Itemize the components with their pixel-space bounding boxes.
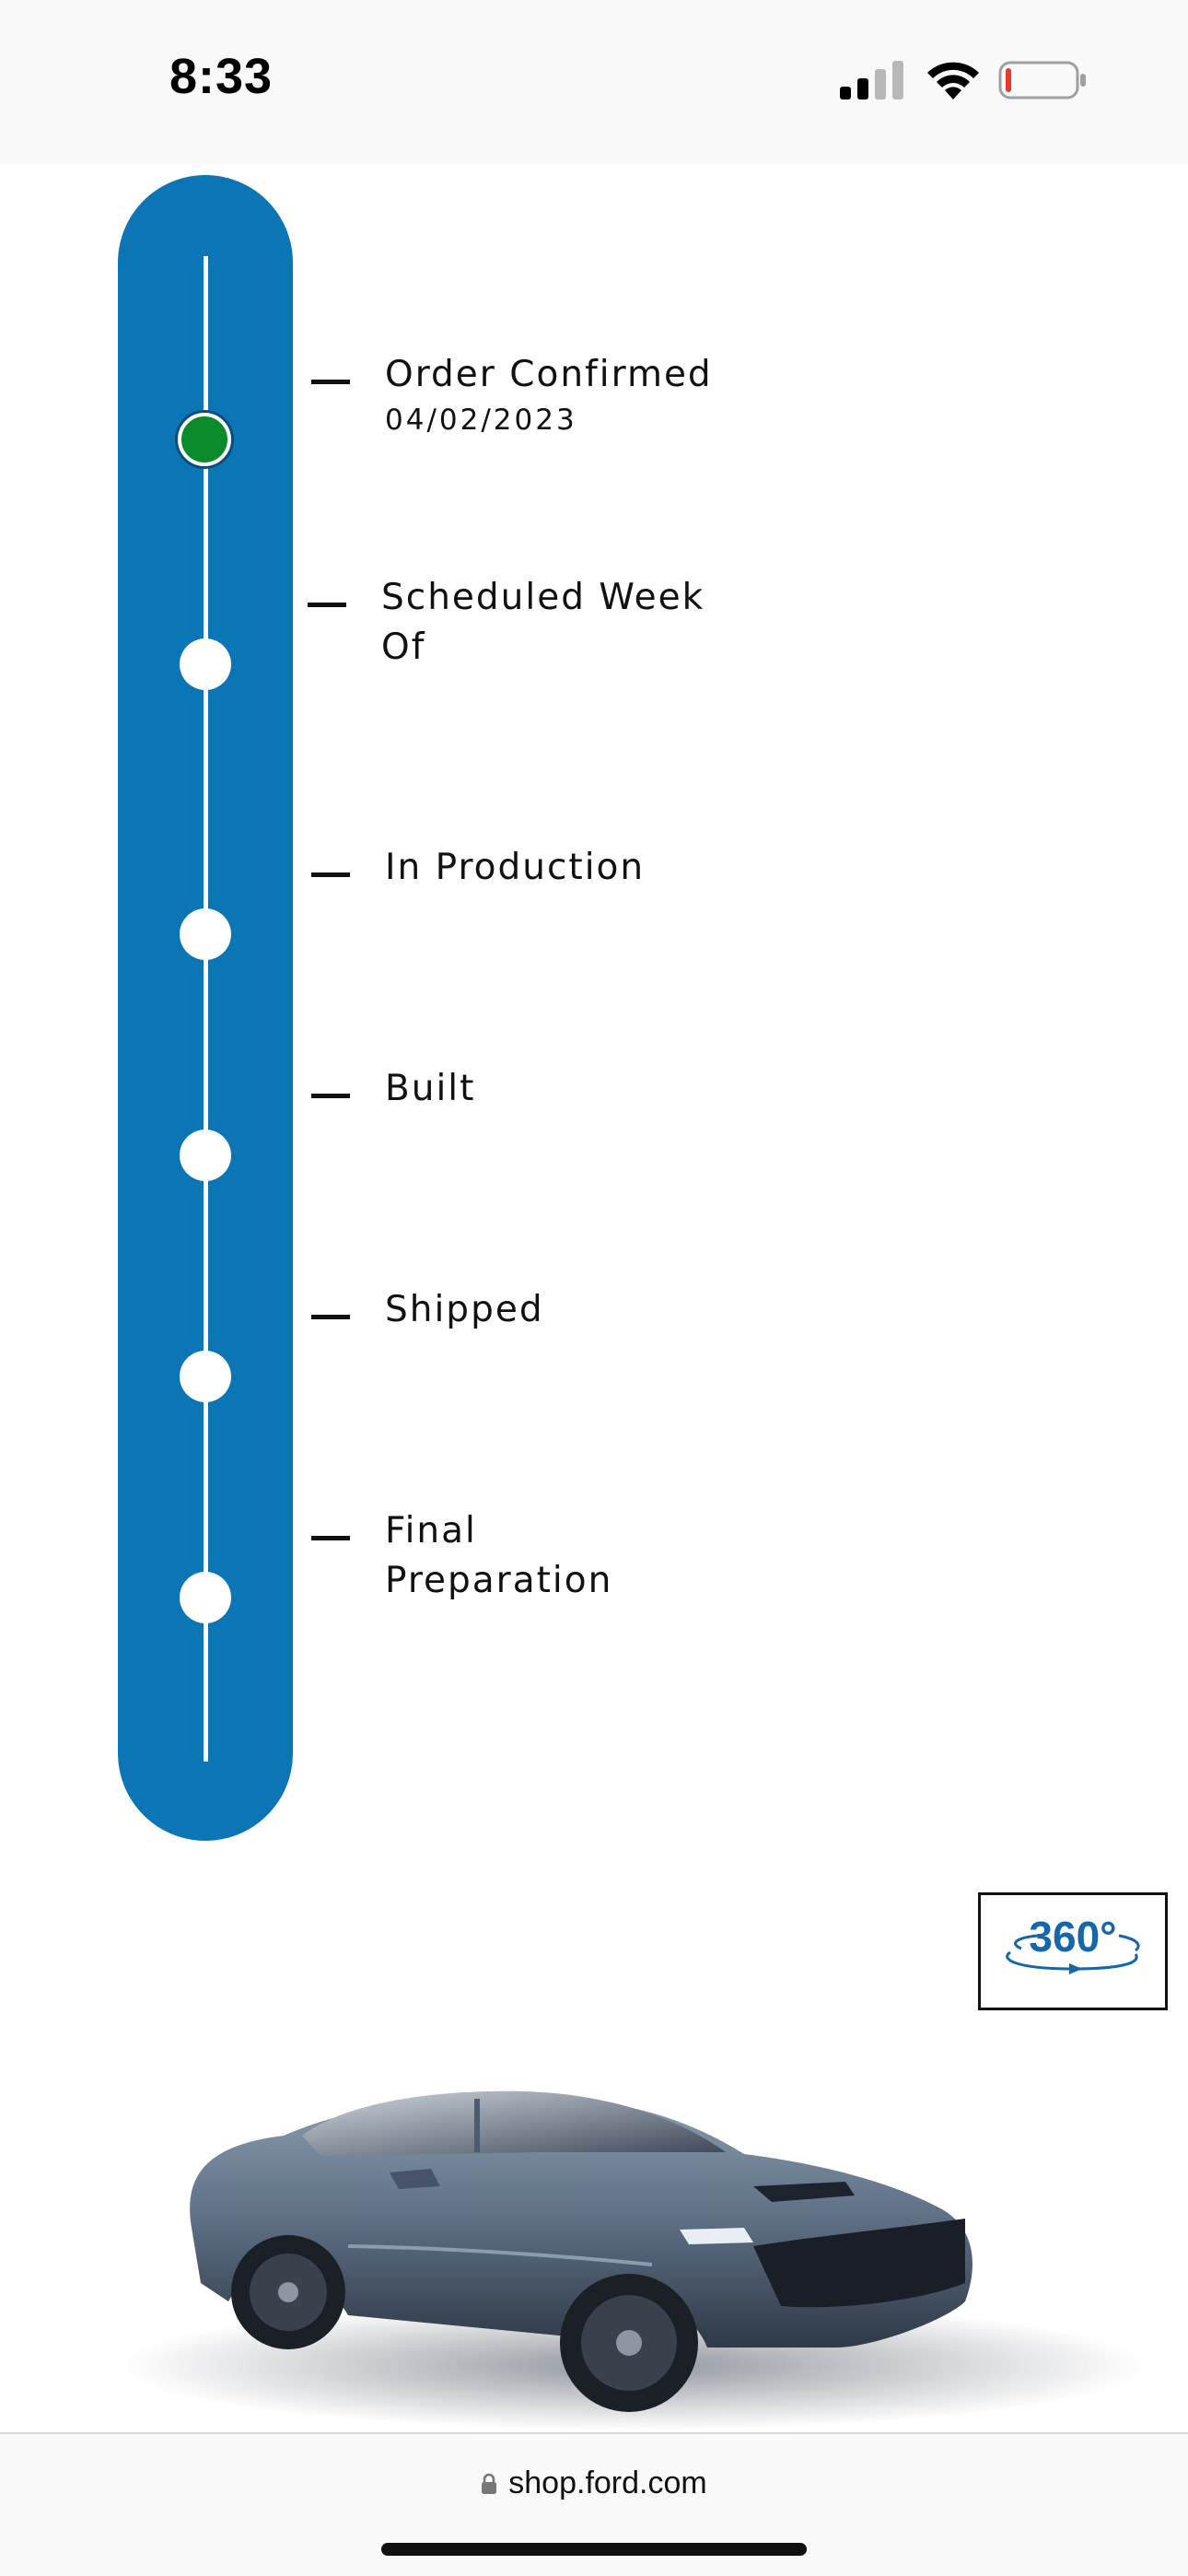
cellular-signal-icon (840, 61, 903, 100)
step-date: 04/02/2023 (385, 404, 577, 437)
status-bar: 8:33 (0, 0, 1188, 164)
step-label: Shipped (385, 1289, 544, 1330)
step-dash (311, 380, 350, 384)
timeline-dot-final-preparation (180, 1572, 231, 1623)
view-360-button[interactable]: 360° (978, 1892, 1168, 2010)
vehicle-image (118, 2090, 1149, 2430)
view-360-label: 360° (1029, 1913, 1117, 1961)
lock-icon (482, 2473, 497, 2494)
timeline-dot-scheduled-week (180, 638, 231, 690)
step-dash (311, 1536, 350, 1540)
home-indicator[interactable] (381, 2543, 807, 2556)
battery-low-icon (998, 61, 1086, 100)
url-text: shop.ford.com (508, 2465, 707, 2500)
timeline-dot-order-confirmed (178, 413, 231, 466)
browser-bottom-bar: shop.ford.com (0, 2432, 1188, 2576)
step-dash (311, 872, 350, 877)
step-label: In Production (385, 847, 646, 888)
step-label: Scheduled Week Of (381, 577, 705, 668)
step-label: Final Preparation (385, 1510, 613, 1601)
step-dash (311, 1094, 350, 1098)
timeline-dot-shipped (180, 1351, 231, 1402)
order-status-content: Order Confirmed 04/02/2023 Scheduled Wee… (7, 164, 1181, 2430)
timeline-track (204, 256, 208, 1762)
address-bar[interactable]: shop.ford.com (0, 2465, 1188, 2501)
timeline-dot-built (180, 1130, 231, 1181)
wifi-icon (927, 62, 979, 100)
timeline-dot-in-production (180, 908, 231, 960)
step-dash (311, 1315, 350, 1319)
status-time: 8:33 (169, 49, 274, 104)
step-label: Built (385, 1068, 476, 1109)
step-label: Order Confirmed (385, 354, 713, 395)
step-dash (308, 603, 346, 607)
rotate-360-icon (1006, 1934, 1140, 1974)
order-timeline (118, 175, 293, 1841)
